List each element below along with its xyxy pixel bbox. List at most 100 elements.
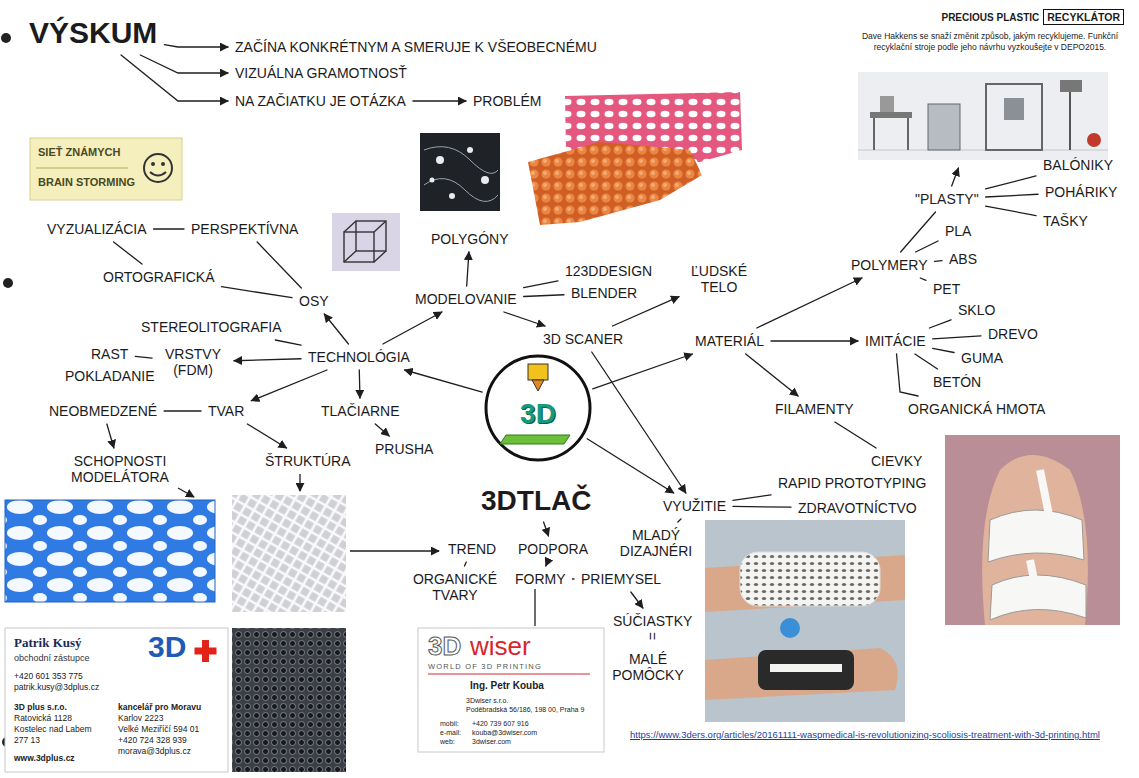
- mind-map-term: DREVO: [985, 325, 1041, 343]
- node-text: VIZUÁLNA GRAMOTNOSŤ: [235, 65, 407, 81]
- mind-map-term: FORMY: [512, 570, 569, 588]
- node-text: FORMY: [515, 571, 566, 587]
- card-phone: +420 724 328 939: [118, 736, 187, 746]
- sticker-text: SIEŤ ZNÁMYCH: [38, 146, 121, 159]
- mind-map-term: BALÓNIKY: [1040, 156, 1116, 174]
- mind-map-term: 123DDESIGN: [562, 262, 655, 280]
- node-text: 123DDESIGN: [565, 263, 652, 279]
- card-email: morava@3dplus.cz: [118, 747, 191, 757]
- node-text: ĽUDSKÉ TELO: [686, 263, 752, 295]
- connector: [544, 522, 549, 536]
- connector: [222, 287, 292, 298]
- connector: [413, 100, 466, 101]
- mind-map-term: ABS: [946, 250, 980, 268]
- node-text: TVAR: [208, 403, 244, 419]
- node-text: TECHNOLÓGIA: [308, 349, 410, 365]
- connector: [935, 260, 942, 262]
- connector: [587, 439, 674, 493]
- node-text: ZAČÍNA KONKRÉTNYM A SMERUJE K VŠEOBECNÉM…: [235, 39, 597, 55]
- arm-cast-photo: [780, 618, 800, 638]
- connector: [986, 194, 1038, 197]
- mind-map-term: RAPID PROTOTYPING: [775, 474, 929, 492]
- punch-holes: [1, 33, 11, 43]
- mind-map-term: 3D SCANER: [540, 330, 626, 348]
- blue-lattice-photo: [5, 500, 215, 602]
- mind-map-term: PLA: [942, 222, 974, 240]
- brainstorming-sticker: [151, 162, 155, 166]
- back-brace-photo: [1030, 470, 1050, 590]
- card-address: Ratovická 1128: [14, 714, 72, 724]
- card-name: Ing. Petr Kouba: [470, 680, 544, 692]
- connector: [140, 55, 228, 73]
- connector: [324, 314, 348, 344]
- recycling-machines-photo: [870, 112, 912, 118]
- connector: [164, 45, 228, 47]
- connector: [504, 312, 545, 326]
- equals-sign: =: [644, 632, 660, 640]
- recycling-machines-photo: [1087, 133, 1101, 147]
- mind-map-term: TECHNOLÓGIA: [305, 348, 413, 366]
- card-address: Poděbradská 56/186, 198 00, Praha 9: [466, 706, 584, 714]
- white-mesh-photo: [232, 495, 346, 612]
- card-phone: +420 739 607 916: [472, 720, 529, 728]
- node-text: POLYGÓNY: [431, 231, 509, 247]
- node-text: NA ZAČIATKU JE OTÁZKA: [235, 93, 406, 109]
- blue-lattice-photo: [5, 500, 215, 602]
- card-logo: 3D: [428, 632, 461, 662]
- node-text: VYZUALIZÁCIA: [47, 221, 147, 237]
- node-text: ORGANICKÁ HMOTA: [908, 401, 1045, 417]
- card-office: kancelář pro Moravu: [118, 703, 201, 713]
- connector: [164, 410, 201, 411]
- mind-map-term: SÚČIASTKY: [610, 612, 695, 630]
- card-email: kouba@3dwiser.com: [472, 729, 537, 737]
- back-brace-photo: [945, 435, 1120, 625]
- clipping-body: Dave Hakkens se snaží změnit způsob, jak…: [856, 31, 1124, 53]
- card-field: web:: [440, 738, 455, 746]
- card-company: 3D plus s.r.o.: [14, 703, 67, 713]
- connector: [916, 241, 938, 252]
- business-card: [418, 628, 604, 752]
- mind-map-term: PET: [930, 280, 963, 298]
- recycling-machines-photo: [858, 72, 1108, 160]
- mind-map-term: VRSTVY (FDM): [156, 345, 230, 379]
- mind-map-term: GUMA: [958, 349, 1006, 367]
- node-text: NEOBMEDZENÉ: [49, 403, 157, 419]
- mind-map-term: 3DTLAČ: [478, 484, 594, 518]
- polygon-photo: [420, 133, 500, 211]
- connector: [757, 278, 862, 328]
- card-logo: 3D: [148, 630, 186, 665]
- polygon-photo: [449, 193, 455, 199]
- connector: [114, 242, 142, 264]
- recycling-machines-photo: [928, 104, 960, 150]
- node-text: BLENDER: [571, 285, 637, 301]
- connector: [524, 295, 564, 297]
- connector: [251, 370, 327, 401]
- arm-cast-photo: [705, 648, 898, 700]
- mind-map-term: PRIEMYSEL: [578, 570, 664, 588]
- node-text: PET: [933, 281, 960, 297]
- node-text: RAST: [91, 346, 128, 362]
- mind-map-term: TVAR: [205, 402, 247, 420]
- mind-map-term: ORGANICKÉ TVARY: [406, 570, 504, 604]
- node-text: ORTOGRAFICKÁ: [103, 269, 215, 285]
- connector: [986, 176, 1036, 189]
- mind-map-term: NEOBMEDZENÉ: [46, 402, 160, 420]
- connector: [929, 320, 951, 328]
- back-brace-photo: [945, 435, 1120, 625]
- node-text: FILAMENTY: [775, 401, 854, 417]
- polygon-photo: [420, 133, 500, 211]
- polygon-photo: [424, 147, 498, 174]
- brainstorming-sticker: [36, 168, 128, 169]
- mind-map-term: TAŠKY: [1040, 212, 1091, 230]
- connector: [383, 312, 442, 344]
- mind-map-term: NA ZAČIATKU JE OTÁZKA: [232, 92, 409, 110]
- card-web: 3dwiser.com: [472, 738, 511, 746]
- mind-map-term: ZAČÍNA KONKRÉTNYM A SMERUJE K VŠEOBECNÉM…: [232, 38, 600, 56]
- node-text: 3D SCANER: [543, 331, 623, 347]
- mind-map-term: VÝSKUM: [26, 14, 160, 51]
- node-text: IMITÁCIE: [865, 333, 926, 349]
- connector: [952, 168, 959, 186]
- connector: [247, 424, 286, 448]
- leader-arrow: [534, 589, 535, 626]
